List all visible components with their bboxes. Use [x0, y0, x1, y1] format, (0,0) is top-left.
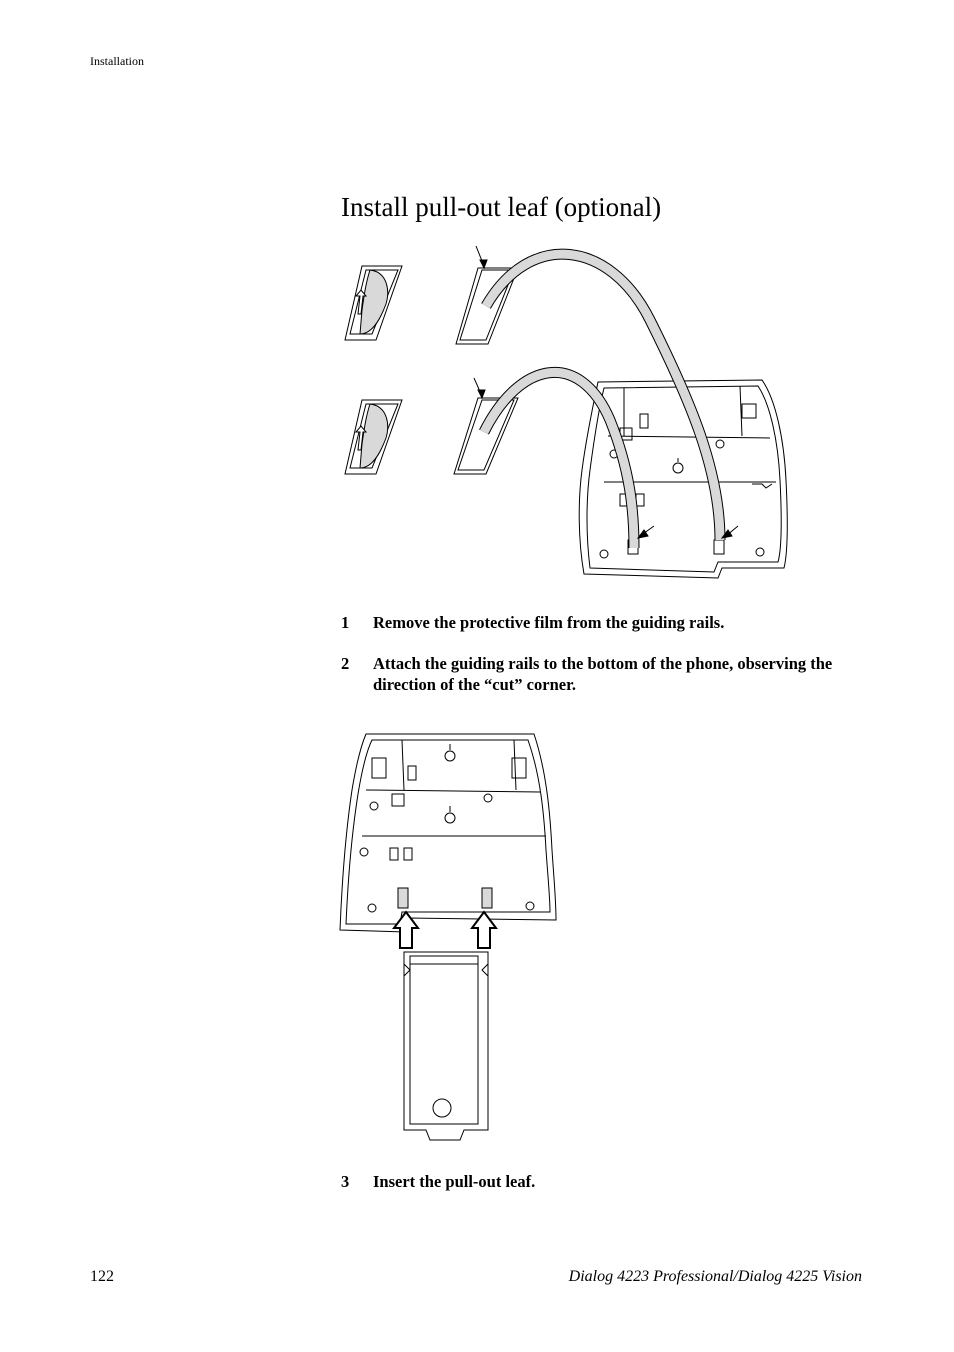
pull-out-leaf	[404, 952, 488, 1140]
rail-with-film-top	[345, 266, 402, 340]
step-text: Insert the pull-out leaf.	[373, 1172, 536, 1191]
insert-arrow-right	[472, 912, 496, 948]
step-text: Attach the guiding rails to the bottom o…	[373, 654, 833, 694]
page-number: 122	[90, 1268, 114, 1285]
running-header: Installation	[90, 54, 144, 68]
rail-with-film-bottom	[345, 400, 402, 474]
footer-doc-title: Dialog 4223 Professional/Dialog 4225 Vis…	[568, 1268, 862, 1285]
page-title: Install pull-out leaf (optional)	[341, 192, 662, 222]
step-text: Remove the protective film from the guid…	[373, 613, 725, 632]
phone-bottom-2	[340, 734, 556, 932]
step-number: 1	[341, 613, 350, 632]
step-number: 3	[341, 1172, 350, 1191]
step-number: 2	[341, 654, 350, 673]
insert-arrow-left	[394, 912, 418, 948]
